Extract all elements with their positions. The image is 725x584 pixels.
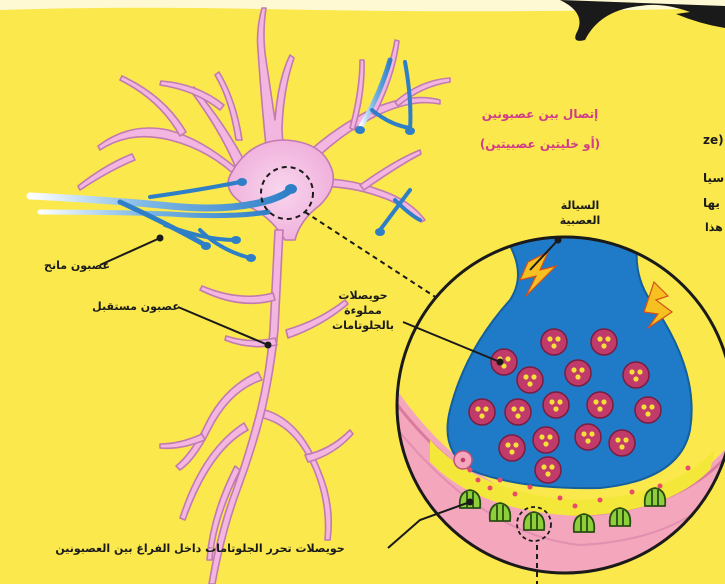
- donor-neuron-label: عصبون مانح: [32, 258, 122, 273]
- vesicle-release-label: حويصلات تحرر الجلوتامات داخل الفراغ بين …: [10, 541, 390, 556]
- zoom-connector: [305, 212, 440, 300]
- side-text-3: يها: [703, 196, 720, 210]
- synapse-title-line-1: إتصال بين عصبونين: [470, 107, 610, 122]
- synapse-title: إتصال بين عصبونين (أو خليتين عصبيتين): [470, 92, 610, 167]
- side-text-2: سيا: [703, 171, 724, 185]
- side-text-1: (ze: [703, 133, 724, 147]
- synapse-title-line-2: (أو خليتين عصبيتين): [470, 137, 610, 152]
- vesicles-label: حويصلات مملوءة بالجلوتامات: [318, 288, 408, 333]
- side-text-4: هذا: [705, 221, 723, 234]
- receiver-soma: [228, 140, 333, 240]
- nerve-impulse-label: السيالة العصبية: [540, 198, 620, 228]
- receiver-neuron-label: عصبون مستقبل: [86, 299, 186, 314]
